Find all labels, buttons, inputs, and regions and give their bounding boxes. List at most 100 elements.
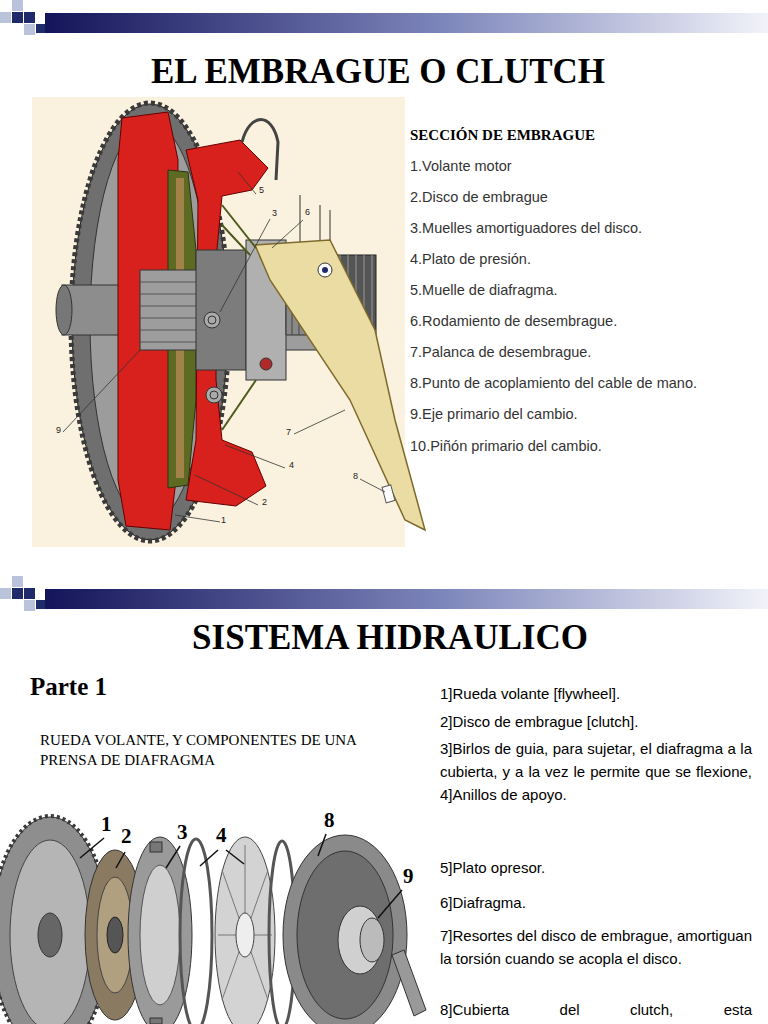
leader-line: [226, 850, 244, 864]
exploded-clutch-illustration: [0, 816, 426, 1024]
callout-number: 7: [285, 428, 292, 437]
list-item: 7.Palanca de desembrague.: [410, 344, 591, 361]
leader-line: [195, 475, 258, 505]
list-item: 3]Birlos de guia, para sujetar, el diafr…: [440, 737, 752, 806]
exploded-clutch-illustration: [360, 918, 384, 962]
slide-decoration: [45, 13, 768, 33]
list-item: 4.Plato de presión.: [410, 251, 531, 268]
list-item: 3.Muelles amortiguadores del disco.: [410, 220, 642, 237]
clutch-section-illustration: [140, 282, 196, 283]
list-item: 1.Volante motor: [410, 158, 512, 175]
leader-line: [63, 172, 385, 523]
slide-decoration: [12, 576, 23, 587]
leader-line: [294, 410, 345, 434]
list-item: 1]Rueda volante [flywheel].: [440, 682, 752, 705]
leader-line: [220, 219, 270, 312]
clutch-section-illustration: [382, 485, 395, 503]
callout-number: 6: [304, 208, 311, 217]
clutch-section-illustration: [140, 306, 196, 307]
leader-line: [272, 220, 303, 248]
section-heading: SECCIÓN DE EMBRAGUE: [410, 126, 595, 144]
clutch-section-illustration: [260, 358, 272, 370]
slide-decoration: [24, 600, 35, 611]
slide-decoration: [0, 576, 768, 611]
exploded-clutch-illustration: [140, 865, 180, 1005]
callout-number: 9: [402, 866, 415, 887]
clutch-section-illustration: [318, 263, 332, 277]
slide-decoration: [0, 0, 768, 35]
callout-number: 2: [261, 498, 268, 507]
list-item: 10.Piñón primario del cambio.: [410, 438, 602, 455]
exploded-clutch-illustration: [180, 839, 212, 1024]
clutch-section-illustration: [204, 312, 220, 328]
leader-line: [166, 846, 180, 868]
callout-number: 4: [288, 461, 295, 470]
clutch-section-illustration: [56, 285, 72, 335]
callout-number: 4: [215, 825, 228, 846]
slide-decoration: [24, 12, 35, 23]
leader-line: [63, 350, 140, 432]
callout-number: 1: [220, 516, 227, 525]
clutch-section-illustration: [222, 205, 256, 248]
slide-decoration: [24, 588, 35, 599]
part-heading: Parte 1: [30, 673, 107, 702]
clutch-section-illustration: [222, 380, 256, 430]
leader-line: [200, 850, 218, 866]
leader-line: [360, 479, 385, 492]
callout-number: 2: [120, 826, 133, 847]
list-item: 5]Plato opresor.: [440, 856, 752, 879]
exploded-clutch-illustration: [297, 851, 393, 1019]
clutch-section-illustration: [140, 342, 196, 343]
slide-decoration: [45, 589, 768, 609]
list-item: 8]Cubierta del clutch, esta: [440, 998, 752, 1021]
slide-title: EL EMBRAGUE O CLUTCH: [151, 52, 605, 92]
exploded-clutch-illustration: [150, 1018, 162, 1024]
exploded-clutch-illustration: [10, 840, 90, 1024]
slide-decoration: [0, 12, 11, 23]
slide-decoration: [36, 24, 45, 33]
clutch-section-illustration: [32, 97, 425, 547]
list-item: 7]Resortes del disco de embrague, amorti…: [440, 924, 752, 970]
callout-number: 3: [271, 209, 278, 218]
exploded-clutch-illustration: [107, 917, 123, 953]
slide-decoration: [12, 588, 23, 599]
clutch-section-illustration: [206, 387, 222, 403]
clutch-section-illustration: [222, 225, 250, 255]
list-item: 6.Rodamiento de desembrague.: [410, 313, 617, 330]
exploded-clutch-illustration: [215, 837, 275, 1024]
callout-number: 9: [55, 426, 62, 435]
exploded-clutch-illustration: [392, 950, 426, 1016]
list-item: 6]Diafragma.: [440, 891, 752, 914]
clutch-section-illustration: [140, 318, 196, 319]
subheading: RUEDA VOLANTE, Y COMPONENTES DE UNA PREN…: [40, 731, 410, 770]
clutch-section-illustration: [322, 267, 328, 273]
list-item: 2.Disco de embrague: [410, 189, 548, 206]
clutch-section-illustration: [208, 316, 216, 324]
callout-number: 1: [100, 814, 113, 835]
list-item: 5.Muelle de diafragma.: [410, 282, 558, 299]
slide-decoration: [0, 588, 11, 599]
clutch-section-illustration: [210, 391, 218, 399]
clutch-section-illustration: [140, 330, 196, 331]
slide-decoration: [12, 12, 23, 23]
clutch-section-illustration: [242, 120, 278, 181]
leader-line: [80, 838, 104, 858]
list-item: 8.Punto de acoplamiento del cable de man…: [410, 375, 697, 392]
clutch-section-illustration: [255, 240, 425, 530]
slide-title: SISTEMA HIDRAULICO: [192, 618, 588, 658]
callout-number: 3: [176, 822, 189, 843]
slide-decoration: [36, 600, 45, 609]
exploded-clutch-illustration: [283, 835, 407, 1024]
callout-number: 8: [352, 472, 359, 481]
slide-decoration: [24, 24, 35, 35]
list-item: 9.Eje primario del cambio.: [410, 406, 578, 423]
callout-number: 5: [258, 186, 265, 195]
slide-decoration: [12, 0, 23, 11]
leader-line: [225, 445, 285, 468]
exploded-clutch-illustration: [38, 913, 62, 957]
exploded-clutch-illustration: [236, 913, 254, 957]
list-item: 2]Disco de embrague [clutch].: [440, 710, 752, 733]
exploded-clutch-illustration: [150, 842, 162, 852]
